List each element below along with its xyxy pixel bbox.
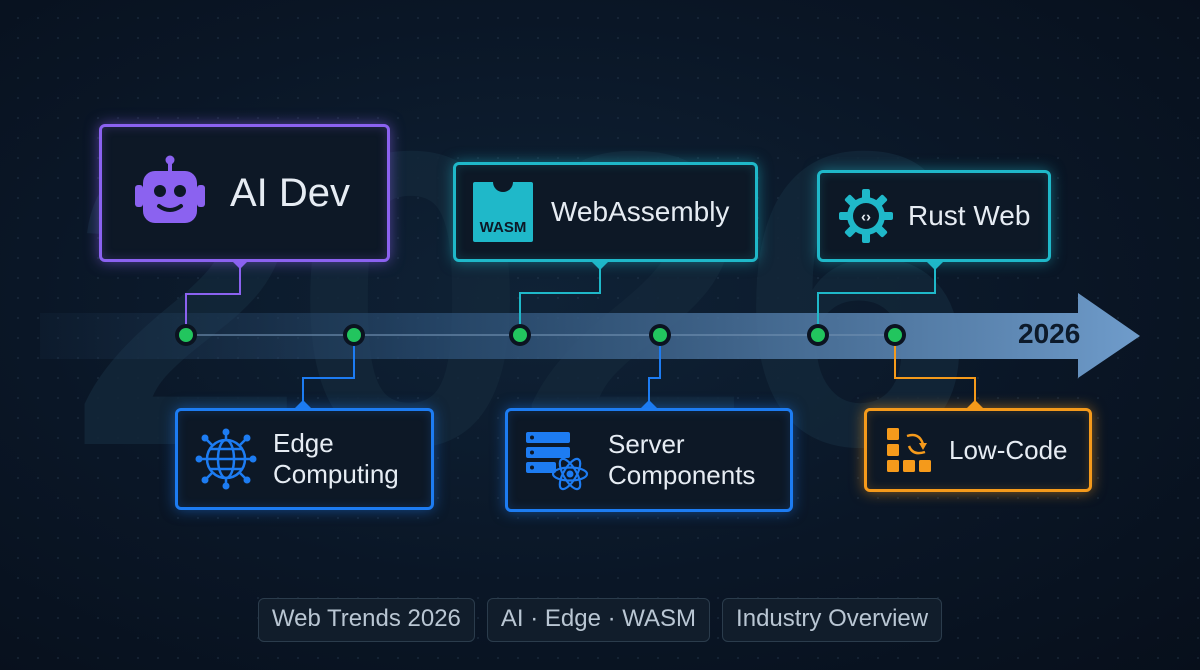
connector-tab-rust-web (927, 262, 943, 270)
timeline-node-5 (807, 324, 829, 346)
globe-network-icon (195, 428, 257, 490)
connector-tab-edge-computing (295, 400, 311, 408)
tag-industry-overview: Industry Overview (722, 598, 943, 642)
blocks-icon (887, 428, 931, 472)
tag-web-trends: Web Trends 2026 (257, 598, 475, 642)
connector-tab-low-code (967, 400, 983, 408)
wasm-icon: WASM (473, 182, 533, 242)
card-low-code: Low-Code (864, 408, 1092, 492)
connector-low-code (894, 335, 976, 408)
gear-code-icon: ‹› (839, 189, 893, 243)
robot-icon (135, 155, 205, 223)
card-edge-computing: Edge Computing (175, 408, 434, 510)
timeline-node-3 (509, 324, 531, 346)
timeline-node-2 (343, 324, 365, 346)
connector-rust-web (817, 262, 936, 335)
card-server-components: Server Components (505, 408, 793, 512)
card-ai-dev-label: AI Dev (230, 170, 351, 215)
card-rust-web: ‹› Rust Web (817, 170, 1051, 262)
timeline-node-1 (175, 324, 197, 346)
connector-webassembly (519, 262, 601, 335)
card-low-code-label: Low-Code (949, 434, 1068, 465)
timeline-node-6 (884, 324, 906, 346)
tag-row: Web Trends 2026 AI · Edge · WASM Industr… (0, 598, 1200, 642)
connector-ai-dev (185, 261, 241, 335)
card-server-components-label: Server Components (608, 429, 756, 490)
connector-tab-server-components (641, 400, 657, 408)
connector-tab-ai-dev (232, 261, 248, 269)
card-ai-dev: AI Dev (99, 124, 390, 262)
timeline-end-label: 2026 (1018, 318, 1081, 349)
connector-server-components (648, 335, 661, 408)
connector-edge-computing (302, 335, 355, 408)
wasm-icon-text: WASM (479, 219, 527, 236)
timeline-node-4 (649, 324, 671, 346)
gear-code-icon-text: ‹› (861, 209, 871, 226)
server-react-icon (526, 432, 589, 491)
card-rust-web-label: Rust Web (908, 200, 1031, 231)
connector-tab-webassembly (592, 262, 608, 270)
tag-ai-edge-wasm: AI · Edge · WASM (486, 598, 711, 642)
card-webassembly-label: WebAssembly (551, 196, 730, 227)
card-edge-computing-label: Edge Computing (273, 428, 399, 489)
card-webassembly: WASM WebAssembly (453, 162, 758, 262)
